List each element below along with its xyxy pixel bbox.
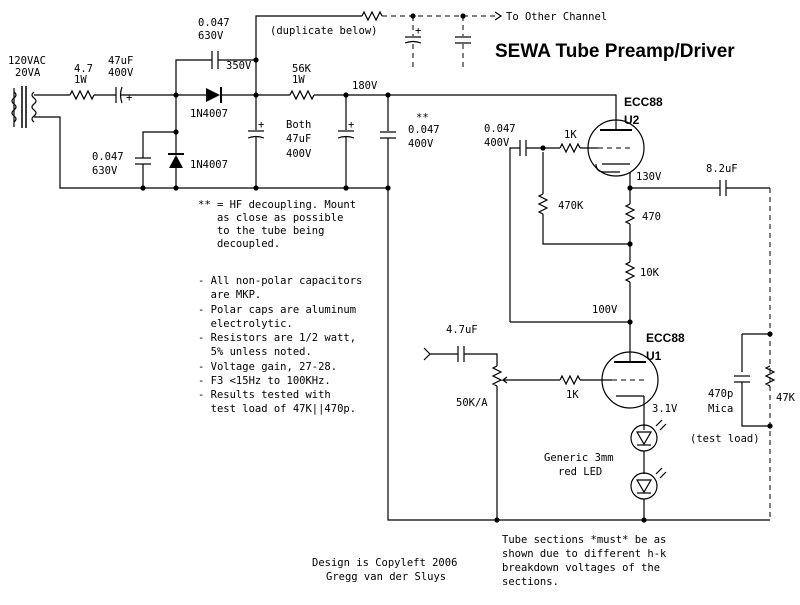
diode-top-1n4007 bbox=[206, 88, 220, 102]
svg-text:Design is Copyleft 2006: Design is Copyleft 2006 bbox=[312, 557, 457, 569]
resistor-470k bbox=[537, 193, 549, 215]
c-fb-value: 0.047 bbox=[484, 123, 516, 135]
voltage-100: 100V bbox=[592, 304, 618, 316]
svg-text:- Voltage gain, 27-28.: - Voltage gain, 27-28. bbox=[198, 361, 337, 373]
load-res: 47K bbox=[776, 392, 796, 404]
resistor-10k bbox=[624, 261, 636, 283]
load-cap-2: Mica bbox=[708, 403, 733, 415]
svg-text:test load of 47K||470p.: test load of 47K||470p. bbox=[198, 403, 356, 415]
pot-label: 50K/A bbox=[456, 397, 488, 409]
svg-text:Tube sections *must* be as: Tube sections *must* be as bbox=[502, 534, 666, 546]
svg-text:to the tube being: to the tube being bbox=[198, 225, 324, 237]
potentiometer-50k bbox=[491, 365, 503, 387]
both-caps-1: Both bbox=[286, 119, 311, 131]
voltage-180: 180V bbox=[352, 80, 378, 92]
svg-text:are MKP.: are MKP. bbox=[198, 289, 261, 301]
resistor-47k-load bbox=[764, 365, 776, 387]
u2-type: ECC88 bbox=[624, 95, 663, 109]
resistor-470 bbox=[624, 203, 636, 225]
test-load-label: (test load) bbox=[690, 433, 760, 445]
r-470: 470 bbox=[642, 211, 661, 223]
c-in-signal: 4.7uF bbox=[446, 324, 478, 336]
c-top-value: 0.047 bbox=[198, 17, 230, 29]
svg-text:decoupled.: decoupled. bbox=[198, 238, 280, 250]
led-label-1: Generic 3mm bbox=[544, 452, 614, 464]
u1-ref: U1 bbox=[646, 349, 662, 363]
voltage-130: 130V bbox=[636, 171, 662, 183]
c-top-rating: 630V bbox=[198, 30, 224, 42]
svg-text:electrolytic.: electrolytic. bbox=[198, 318, 293, 330]
r56k-value: 56K bbox=[292, 63, 312, 75]
c-left-value: 0.047 bbox=[92, 151, 124, 163]
hf-note: ** = HF decoupling. Mount as close as po… bbox=[198, 199, 356, 250]
both-caps-2: 47uF bbox=[286, 133, 311, 145]
diode-bottom-1n4007 bbox=[169, 155, 183, 168]
svg-text:+: + bbox=[348, 119, 354, 131]
r-10k: 10K bbox=[640, 267, 660, 279]
svg-text:** = HF decoupling. Mount: ** = HF decoupling. Mount bbox=[198, 199, 356, 211]
svg-text:- Polar caps are aluminum: - Polar caps are aluminum bbox=[198, 304, 356, 316]
svg-text:- Resistors are 1/2 watt,: - Resistors are 1/2 watt, bbox=[198, 332, 356, 344]
c-left-rating: 630V bbox=[92, 165, 118, 177]
voltage-350: 350V bbox=[226, 60, 252, 72]
u1-type: ECC88 bbox=[646, 331, 685, 345]
copyleft-note: Design is Copyleft 2006 Gregg van der Sl… bbox=[312, 557, 457, 583]
svg-text:- Results tested with: - Results tested with bbox=[198, 389, 331, 401]
u2-ref: U2 bbox=[624, 113, 640, 127]
junction-dots bbox=[140, 13, 773, 523]
mains-label-2: 20VA bbox=[15, 67, 41, 79]
diode-bottom-label: 1N4007 bbox=[190, 159, 228, 171]
c-fb-rating: 400V bbox=[484, 137, 510, 149]
design-notes: - All non-polar capacitors are MKP. - Po… bbox=[198, 275, 362, 415]
svg-text:5% unless noted.: 5% unless noted. bbox=[198, 346, 312, 358]
other-channel-label: To Other Channel bbox=[506, 11, 607, 23]
r-in-value: 4.7 bbox=[74, 63, 93, 75]
svg-text:+: + bbox=[258, 119, 264, 131]
r-grid-u2: 1K bbox=[564, 129, 577, 141]
resistor-56k bbox=[289, 89, 315, 101]
both-caps-3: 400V bbox=[286, 148, 312, 160]
r-grid-u1: 1K bbox=[566, 389, 579, 401]
c-in-rating: 400V bbox=[108, 67, 134, 79]
svg-text:breakdown voltages of the: breakdown voltages of the bbox=[502, 562, 660, 574]
resistor-1k-u2 bbox=[559, 142, 581, 154]
c-out: 8.2uF bbox=[706, 163, 738, 175]
svg-text:+: + bbox=[126, 92, 132, 104]
svg-text:Gregg van der Sluys: Gregg van der Sluys bbox=[326, 571, 446, 583]
resistor-1k-u1 bbox=[559, 374, 581, 386]
voltage-3-1: 3.1V bbox=[652, 403, 678, 415]
transformer bbox=[11, 86, 37, 128]
resistor-other-channel bbox=[361, 10, 383, 22]
svg-text:- F3 <15Hz to 100KHz.: - F3 <15Hz to 100KHz. bbox=[198, 375, 331, 387]
svg-text:- All non-polar capacitors: - All non-polar capacitors bbox=[198, 275, 362, 287]
c-hf-value: 0.047 bbox=[408, 124, 440, 136]
led-label-2: red LED bbox=[558, 466, 602, 478]
diode-top-label: 1N4007 bbox=[190, 108, 228, 120]
tube-sections-note: Tube sections *must* be as shown due to … bbox=[502, 534, 667, 588]
c-in-value: 47uF bbox=[108, 55, 133, 67]
r-in-rating: 1W bbox=[74, 74, 87, 86]
svg-text:sections.: sections. bbox=[502, 576, 559, 588]
led-2 bbox=[630, 472, 658, 500]
svg-text:as close as possible: as close as possible bbox=[198, 212, 343, 224]
duplicate-label: (duplicate below) bbox=[270, 25, 377, 37]
c-hf-mark: ** bbox=[416, 112, 429, 124]
load-cap-1: 470p bbox=[708, 388, 733, 400]
resistor-4r7 bbox=[69, 89, 95, 101]
svg-text:shown due to different h-k: shown due to different h-k bbox=[502, 548, 667, 560]
mains-label-1: 120VAC bbox=[8, 55, 46, 67]
svg-text:+: + bbox=[415, 25, 421, 37]
c-hf-rating: 400V bbox=[408, 138, 434, 150]
r56k-rating: 1W bbox=[292, 74, 305, 86]
schematic-title: SEWA Tube Preamp/Driver bbox=[495, 41, 735, 62]
r-470k: 470K bbox=[558, 200, 584, 212]
